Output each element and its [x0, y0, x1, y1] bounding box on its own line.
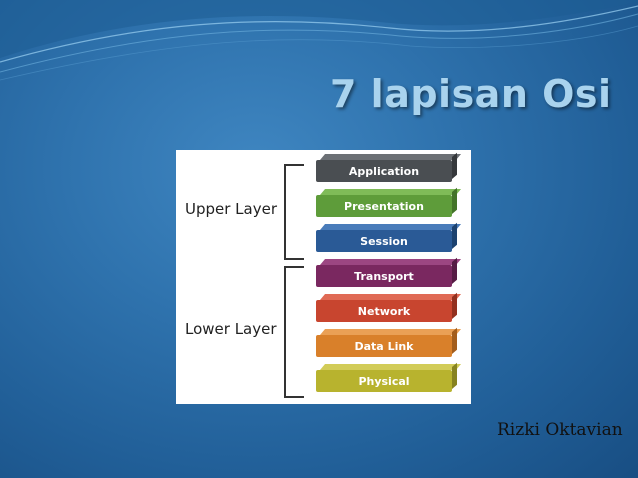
upper-layer-label: Upper Layer	[185, 200, 278, 218]
layer-presentation: Presentation	[316, 187, 462, 217]
layer-side	[452, 327, 457, 354]
decorative-waves	[0, 0, 638, 81]
layer-data-link: Data Link	[316, 327, 462, 357]
layer-transport: Transport	[316, 257, 462, 287]
layer-side	[452, 152, 457, 179]
layer-presentation-label: Presentation	[316, 195, 452, 217]
layer-session-label: Session	[316, 230, 452, 252]
layer-physical: Physical	[316, 362, 462, 392]
lower-layer-label: Lower Layer	[185, 320, 277, 338]
layer-side	[452, 292, 457, 319]
lower-layer-bracket	[284, 266, 304, 398]
layer-physical-label: Physical	[316, 370, 452, 392]
layer-side	[452, 222, 457, 249]
slide-title: 7 lapisan Osi	[330, 72, 612, 116]
layer-application-label: Application	[316, 160, 452, 182]
layer-session: Session	[316, 222, 462, 252]
layer-network-label: Network	[316, 300, 452, 322]
osi-diagram: Upper Layer Lower Layer Application Pres…	[176, 150, 471, 404]
layer-side	[452, 362, 457, 389]
upper-layer-bracket	[284, 164, 304, 260]
layer-application: Application	[316, 152, 462, 182]
layer-side	[452, 187, 457, 214]
layer-network: Network	[316, 292, 462, 322]
layer-data-link-label: Data Link	[316, 335, 452, 357]
layer-transport-label: Transport	[316, 265, 452, 287]
layer-side	[452, 257, 457, 284]
author-name: Rizki Oktavian	[497, 420, 623, 440]
